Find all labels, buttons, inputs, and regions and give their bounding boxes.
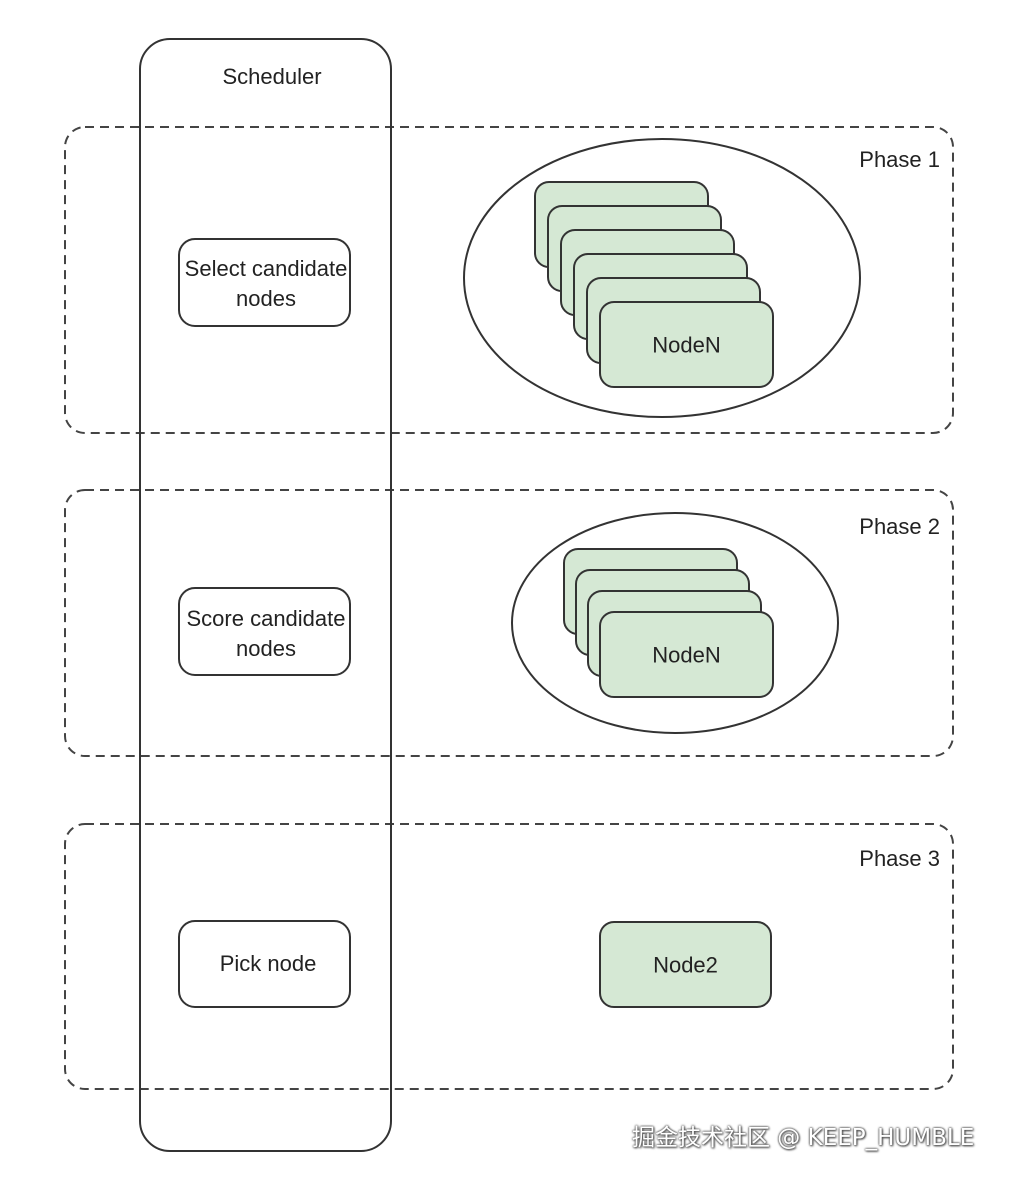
step-select-line-2: nodes <box>236 286 296 311</box>
step-score-line-2: nodes <box>236 636 296 661</box>
phase-2-group: Phase 2 NodeN <box>64 489 954 757</box>
phase-1-node-stack: NodeN <box>534 181 774 388</box>
node-card-label: NodeN <box>652 643 720 668</box>
phase-1-group: Phase 1 NodeN <box>64 126 954 434</box>
phase-3-label: Phase 3 <box>859 846 940 871</box>
node-card-front <box>599 921 772 1008</box>
phase-2-container <box>64 489 954 757</box>
watermark: 掘金技术社区 @ KEEP_HUMBLE <box>632 1125 975 1151</box>
phase-3-container <box>64 823 954 1090</box>
scheduler-lane <box>139 38 392 1152</box>
step-pick-node: Pick node <box>178 920 351 1008</box>
phase-3-group: Phase 3 Node2 <box>64 823 954 1090</box>
node-card-label: NodeN <box>652 333 720 358</box>
scheduler-title: Scheduler <box>222 64 321 89</box>
node-card-front <box>599 301 774 388</box>
node-card-label: Node2 <box>653 953 718 978</box>
phase-2-node-stack: NodeN <box>563 548 774 698</box>
step-score-line-1: Score candidate <box>187 606 346 631</box>
phase-2-label: Phase 2 <box>859 514 940 539</box>
phase-3-selected-node: Node2 <box>599 921 772 1008</box>
step-select-candidate-nodes: Select candidate nodes <box>178 238 351 327</box>
phase-1-container <box>64 126 954 434</box>
step-pick-line-1: Pick node <box>220 951 317 976</box>
phase-1-label: Phase 1 <box>859 147 940 172</box>
step-select-line-1: Select candidate <box>185 256 348 281</box>
step-score-candidate-nodes: Score candidate nodes <box>178 587 351 676</box>
node-card-front <box>599 611 774 698</box>
